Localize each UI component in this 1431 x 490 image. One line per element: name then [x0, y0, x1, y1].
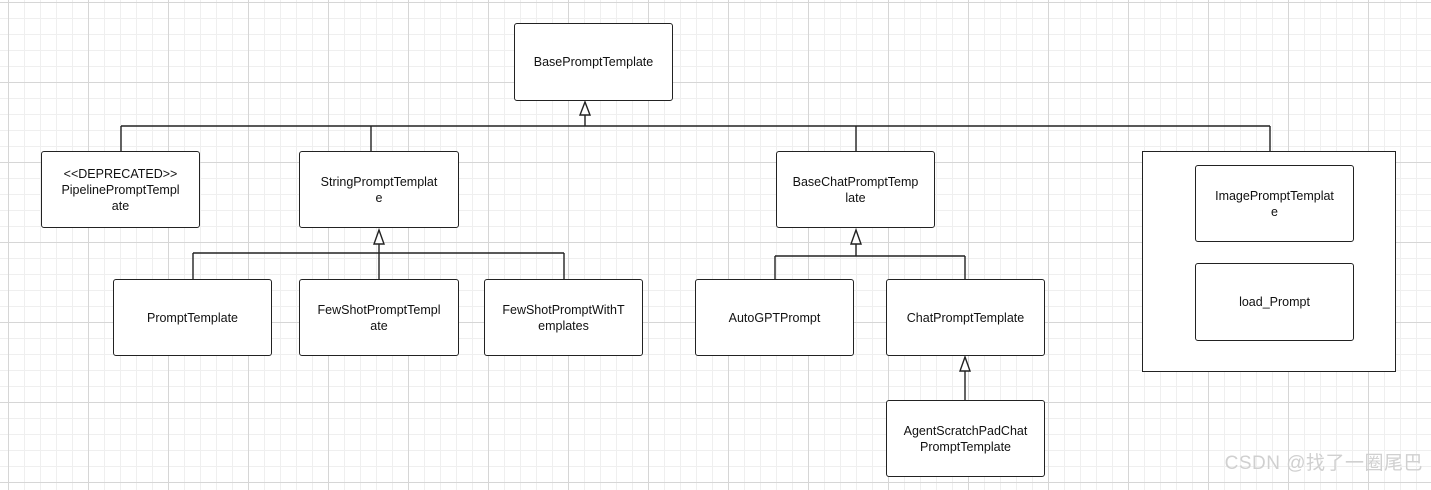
watermark-text: CSDN @找了一圈尾巴 — [1224, 453, 1423, 474]
agent-scratch-pad-chat-prompt-template-node: AgentScratchPadChat PromptTemplate — [886, 400, 1045, 477]
image-prompt-template-node: ImagePromptTemplat e — [1195, 165, 1354, 242]
prompt-template-node: PromptTemplate — [113, 279, 272, 356]
node-label: AgentScratchPadChat PromptTemplate — [903, 423, 1028, 454]
node-label: ChatPromptTemplate — [906, 310, 1025, 325]
chat-prompt-template-node: ChatPromptTemplate — [886, 279, 1045, 356]
node-label: StringPromptTemplat e — [320, 174, 438, 205]
node-label: load_Prompt — [1239, 295, 1310, 309]
inheritance-arrowhead — [850, 227, 862, 245]
inheritance-arrowhead — [578, 100, 592, 116]
few-shot-prompt-template-node: FewShotPromptTempl ate — [299, 279, 459, 356]
load-prompt-node: load_Prompt — [1195, 263, 1354, 341]
node-label: BaseChatPromptTemp late — [792, 174, 919, 205]
node-label: PromptTemplate — [146, 310, 238, 325]
pipeline-prompt-template-node: <<DEPRECATED>> PipelinePromptTempl ate — [41, 151, 200, 228]
few-shot-prompt-with-templates-node: FewShotPromptWithT emplates — [484, 279, 643, 356]
inheritance-arrowhead — [373, 227, 385, 245]
inheritance-arrowhead — [959, 354, 971, 372]
node-label: BasePromptTemplate — [533, 55, 654, 69]
node-label: FewShotPromptWithT emplates — [502, 302, 625, 333]
base-prompt-template-node: BasePromptTemplate — [514, 23, 673, 101]
node-label: ImagePromptTemplat e — [1215, 188, 1334, 219]
node-label: AutoGPTPrompt — [728, 310, 821, 325]
auto-gpt-prompt-node: AutoGPTPrompt — [695, 279, 854, 356]
string-prompt-template-node: StringPromptTemplat e — [299, 151, 459, 228]
base-chat-prompt-template-node: BaseChatPromptTemp late — [776, 151, 935, 228]
node-label: FewShotPromptTempl ate — [317, 302, 441, 333]
node-label: <<DEPRECATED>> PipelinePromptTempl ate — [61, 166, 180, 213]
